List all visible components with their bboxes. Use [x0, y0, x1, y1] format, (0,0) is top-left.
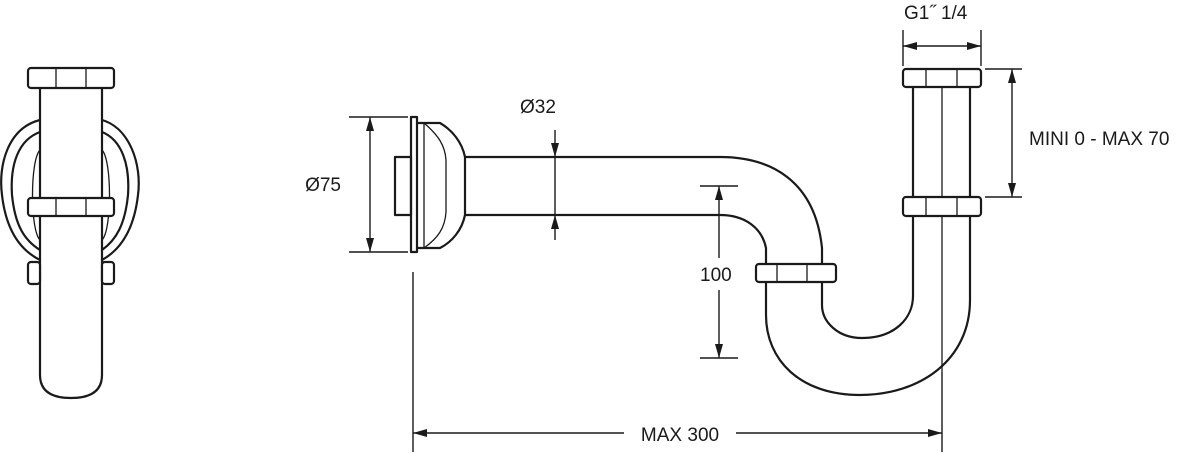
- adjust-range-label: MINI 0 - MAX 70: [1029, 129, 1169, 150]
- flange-diameter-label: Ø75: [305, 175, 341, 196]
- thread-size-label: G1˝ 1/4: [904, 3, 968, 24]
- u-trap: [764, 214, 972, 397]
- u-left-nut: [754, 262, 838, 284]
- outlet-middle-nut: [901, 195, 983, 218]
- middle-nut: [26, 196, 116, 218]
- dimension-lines: [349, 30, 1022, 452]
- drop-height-label: 100: [700, 265, 732, 286]
- outlet-top-nut: [901, 67, 983, 89]
- front-view: [393, 67, 983, 397]
- top-nut: [26, 66, 116, 90]
- wall-flange: [393, 115, 467, 254]
- horizontal-pipe: [463, 155, 824, 266]
- tube-diameter-label: Ø32: [520, 97, 556, 118]
- side-view: [0, 66, 140, 400]
- max-length-label: MAX 300: [641, 425, 719, 446]
